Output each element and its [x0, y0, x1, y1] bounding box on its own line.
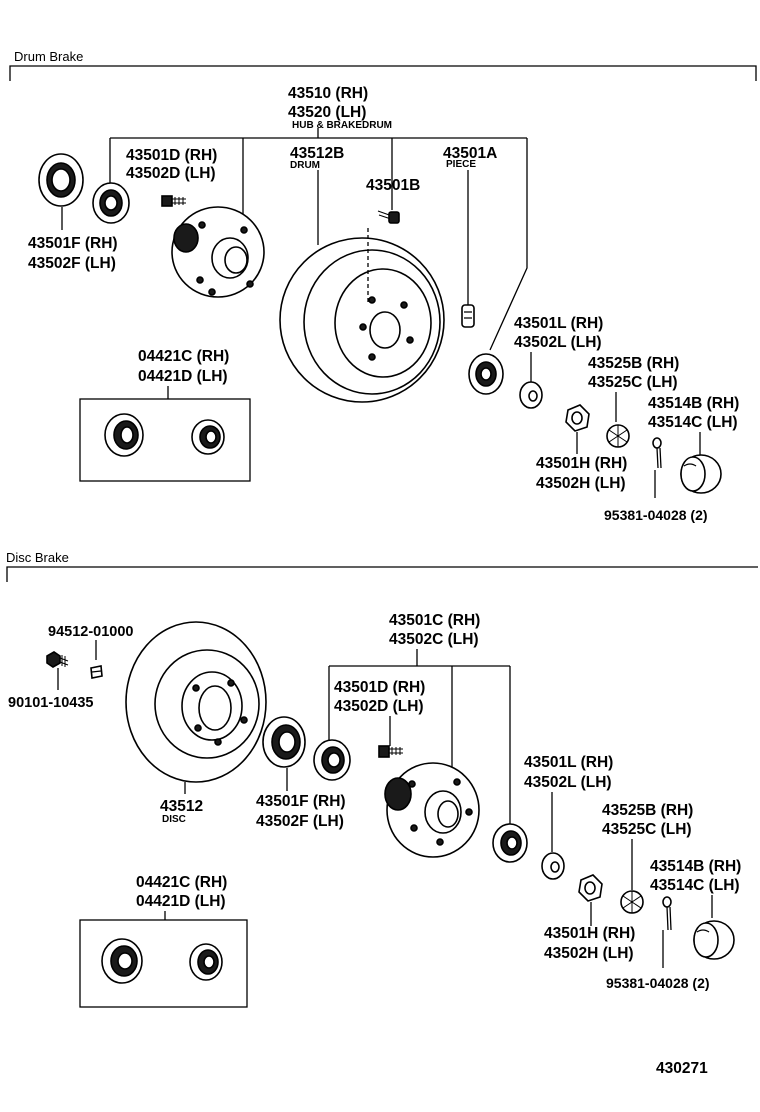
disc-kit-bearing-small[interactable] — [189, 943, 223, 981]
drum-lock-cap-lh-label[interactable]: 43525C (LH) — [588, 374, 678, 391]
hub-brakedrum-caption: HUB & BRAKEDRUM — [292, 120, 392, 131]
disc-hub[interactable] — [384, 762, 480, 858]
disc-washer[interactable] — [541, 852, 565, 880]
hub-brakedrum-bracket-line — [110, 128, 527, 139]
drum-washer[interactable] — [519, 381, 543, 409]
drum-grease-cap[interactable] — [680, 454, 722, 494]
drum-nut-rh-label[interactable]: 43501H (RH) — [536, 455, 627, 472]
drum-part-label[interactable]: 43512B — [290, 145, 344, 162]
drum-brake-title: Drum Brake — [14, 49, 83, 64]
disc-hub-lh-label[interactable]: 43502C (LH) — [389, 631, 479, 648]
disc-section-bracket — [6, 566, 758, 582]
drum-bearing-kit-rh-label[interactable]: 04421C (RH) — [138, 348, 229, 365]
drum-bolt[interactable] — [377, 210, 400, 224]
disc-caption: DISC — [162, 814, 186, 825]
drum-bearing-kit-box — [79, 398, 251, 482]
disc-lock-cap[interactable] — [620, 890, 644, 914]
disc-grease-cap[interactable] — [693, 920, 735, 960]
drum-bearing-kit-lh-label[interactable]: 04421D (LH) — [138, 368, 228, 385]
drum-oil-seal-rh-label[interactable]: 43501F (RH) — [28, 235, 118, 252]
disc-hub-rh-label[interactable]: 43501C (RH) — [389, 612, 480, 629]
drum-outer-bearing-lh-label[interactable]: 43502L (LH) — [514, 334, 602, 351]
disc-nut-lh-label[interactable]: 43502H (LH) — [544, 945, 634, 962]
drum-cotter-pin-label[interactable]: 95381-04028 (2) — [604, 507, 708, 523]
drum-nut-lh-label[interactable]: 43502H (LH) — [536, 475, 626, 492]
drum-hub[interactable] — [171, 206, 265, 298]
disc-kit-bearing-large[interactable] — [101, 938, 143, 984]
drum-piece[interactable] — [461, 304, 475, 328]
disc-oil-seal-lh-label[interactable]: 43502F (LH) — [256, 813, 344, 830]
disc-inner-bearing[interactable] — [313, 739, 351, 781]
drum-nut[interactable] — [565, 404, 590, 432]
disc-nut-rh-label[interactable]: 43501H (RH) — [544, 925, 635, 942]
disc-brake-title: Disc Brake — [6, 550, 69, 565]
brake-drum[interactable] — [279, 228, 445, 403]
drum-caption: DRUM — [290, 160, 320, 171]
disc-bearing-kit-box — [79, 919, 248, 1008]
disc-grease-cap-lh-label[interactable]: 43514C (LH) — [650, 877, 740, 894]
disc-hub-bolt[interactable] — [378, 745, 403, 758]
disc-outer-bearing-lh-label[interactable]: 43502L (LH) — [524, 774, 612, 791]
hub-brakedrum-rh-label[interactable]: 43510 (RH) — [288, 85, 368, 102]
disc-nut[interactable] — [578, 874, 603, 902]
disc-rotor[interactable] — [125, 621, 267, 783]
drum-outer-bearing-rh-label[interactable]: 43501L (RH) — [514, 315, 603, 332]
disc-oil-seal-rh-label[interactable]: 43501F (RH) — [256, 793, 346, 810]
disc-lock-cap-rh-label[interactable]: 43525B (RH) — [602, 802, 693, 819]
drum-kit-bearing-small[interactable] — [191, 419, 225, 455]
drum-kit-bearing-large[interactable] — [104, 413, 144, 457]
disc-lock-cap-lh-label[interactable]: 43525C (LH) — [602, 821, 692, 838]
drum-section-bracket — [9, 65, 757, 81]
piece-caption: PIECE — [446, 159, 476, 170]
drum-inner-bearing-lh-label[interactable]: 43502D (LH) — [126, 165, 216, 182]
disc-inner-bearing-rh-label[interactable]: 43501D (RH) — [334, 679, 425, 696]
set-screw-label[interactable]: 94512-01000 — [48, 624, 133, 640]
drum-grease-cap-rh-label[interactable]: 43514B (RH) — [648, 395, 739, 412]
diagram-number: 430271 — [656, 1060, 708, 1077]
piece-part-label[interactable]: 43501A — [443, 145, 497, 162]
drum-hub-bolt[interactable] — [161, 195, 186, 207]
disc-oil-seal[interactable] — [262, 716, 306, 768]
drum-inner-bearing[interactable] — [92, 182, 130, 224]
drum-lock-cap[interactable] — [606, 424, 630, 448]
drum-brake-section: Drum Brake 43510 (RH) 43520 (LH) HUB & B… — [9, 49, 757, 523]
disc-outer-bearing[interactable] — [492, 823, 528, 863]
disc-grease-cap-rh-label[interactable]: 43514B (RH) — [650, 858, 741, 875]
disc-bearing-kit-lh-label[interactable]: 04421D (LH) — [136, 893, 226, 910]
hub-brakedrum-lh-label[interactable]: 43520 (LH) — [288, 104, 366, 121]
drum-bolt-label[interactable]: 43501B — [366, 177, 420, 194]
drum-lock-cap-rh-label[interactable]: 43525B (RH) — [588, 355, 679, 372]
disc-screw[interactable] — [46, 651, 69, 668]
disc-bearing-kit-rh-label[interactable]: 04421C (RH) — [136, 874, 227, 891]
drum-inner-bearing-rh-label[interactable]: 43501D (RH) — [126, 147, 217, 164]
disc-part-label[interactable]: 43512 — [160, 798, 203, 815]
disc-screw-label[interactable]: 90101-10435 — [8, 695, 93, 711]
drum-oil-seal-lh-label[interactable]: 43502F (LH) — [28, 255, 116, 272]
disc-brake-section: Disc Brake 94512-01000 90101-10435 — [6, 550, 758, 1008]
hub-brakedrum-leader-lines — [109, 138, 528, 351]
disc-hub-bracket-line — [329, 649, 510, 667]
disc-outer-bearing-rh-label[interactable]: 43501L (RH) — [524, 754, 613, 771]
drum-oil-seal[interactable] — [38, 153, 84, 207]
disc-cotter-pin-label[interactable]: 95381-04028 (2) — [606, 975, 710, 991]
drum-cotter-pin[interactable] — [652, 437, 662, 469]
disc-hub-leader-lines — [328, 666, 511, 840]
set-screw[interactable] — [90, 665, 103, 679]
disc-inner-bearing-lh-label[interactable]: 43502D (LH) — [334, 698, 424, 715]
drum-grease-cap-lh-label[interactable]: 43514C (LH) — [648, 414, 738, 431]
drum-outer-bearing[interactable] — [468, 353, 504, 395]
disc-cotter-pin[interactable] — [662, 896, 672, 931]
